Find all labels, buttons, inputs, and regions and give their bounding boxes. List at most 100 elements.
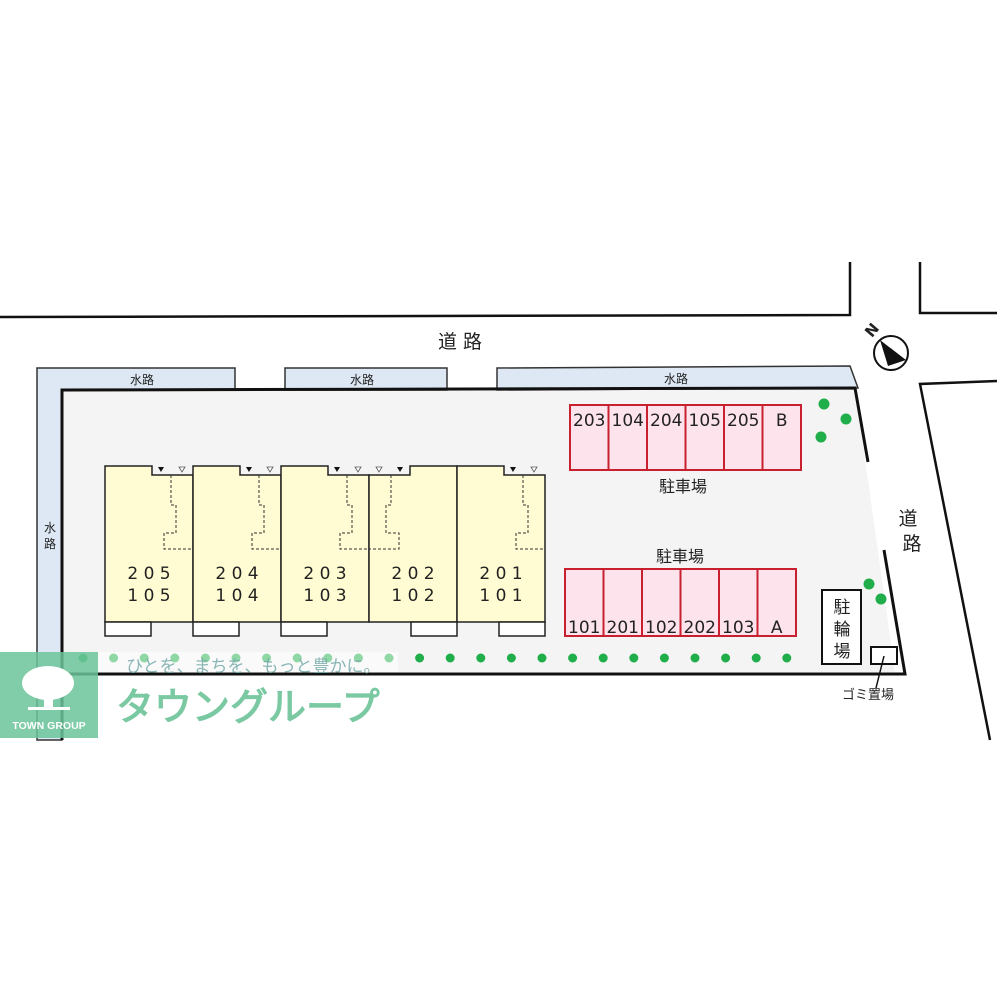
svg-text:輪: 輪 [834, 620, 851, 640]
canal-label: 水路 [664, 371, 688, 386]
parking-space: 203 [569, 404, 610, 471]
road-label-right: 道 [898, 508, 917, 530]
tree [690, 653, 700, 663]
tree [537, 653, 547, 663]
stair [515, 475, 545, 550]
parking-space: 101 [564, 568, 605, 638]
door-marker-icon [178, 466, 186, 473]
unit-number-upper: 2 0 2 [391, 564, 434, 584]
parking-space-label: B [776, 411, 788, 431]
north-arrow-icon: N [861, 320, 909, 371]
tree [815, 431, 827, 443]
canal-label: 路 [44, 536, 56, 551]
parking-space-label: 201 [607, 618, 639, 638]
door-marker-icon [354, 466, 362, 473]
tree [476, 653, 486, 663]
site-boundary [60, 386, 907, 740]
door-marker-icon [246, 467, 252, 472]
logo-tagline: ひとを、まちを、もっと豊かに。 [126, 657, 381, 677]
tree [863, 578, 875, 590]
parking-space: A [756, 568, 797, 638]
tree [598, 653, 608, 663]
unit: 2 0 21 0 2 [368, 465, 458, 637]
unit-number-lower: 1 0 5 [127, 586, 170, 606]
unit-number-upper: 2 0 3 [303, 564, 346, 584]
door-marker-icon [158, 467, 164, 472]
parking-space: 102 [641, 568, 682, 638]
parking-label: 駐車場 [656, 547, 704, 566]
unit: 2 0 41 0 4 [192, 465, 282, 637]
canal-label: 水路 [130, 372, 154, 387]
parking-space-label: 203 [573, 411, 605, 431]
door-marker-icon [510, 467, 516, 472]
stair [251, 475, 281, 550]
parking-space-label: 202 [684, 618, 716, 638]
svg-text:TOWN GROUP: TOWN GROUP [12, 720, 85, 732]
parking-space-label: 102 [645, 618, 677, 638]
road-lines [0, 262, 998, 741]
balcony [498, 621, 546, 637]
road-label-top: 道 路 [438, 331, 482, 353]
svg-text:場: 場 [834, 642, 851, 662]
town-group-logo: TOWN GROUP ひとを、まちを、もっと豊かに。 タウングループ [0, 652, 398, 738]
stair [339, 475, 369, 550]
canal-label: 水路 [350, 372, 374, 387]
unit: 2 0 31 0 3 [280, 465, 370, 637]
parking-space-label: 103 [722, 618, 754, 638]
tree [782, 653, 792, 663]
unit-number-lower: 1 0 1 [479, 586, 522, 606]
tree [659, 653, 669, 663]
balcony [104, 621, 152, 637]
tree [568, 653, 578, 663]
tree [629, 653, 639, 663]
svg-text:N: N [861, 320, 883, 341]
parking-space: 105 [684, 404, 725, 471]
balcony [280, 621, 328, 637]
parking-space-label: 105 [689, 411, 721, 431]
parking-space-label: 104 [612, 411, 644, 431]
door-marker-icon [266, 466, 274, 473]
parking-space-label: A [771, 618, 783, 638]
stair [369, 475, 400, 550]
unit-number-lower: 1 0 3 [303, 586, 346, 606]
parking-space: 205 [723, 404, 764, 471]
parking-north: 203 104 204 105 205 B [569, 404, 802, 471]
parking-space: 202 [679, 568, 720, 638]
tree [751, 653, 761, 663]
tree [445, 653, 455, 663]
parking-space-label: 204 [650, 411, 682, 431]
door-marker-icon [375, 466, 383, 473]
unit-number-upper: 2 0 1 [479, 564, 522, 584]
tree [840, 413, 852, 425]
unit: 2 0 11 0 1 [456, 465, 546, 637]
logo-brand-jp: タウングループ [116, 685, 380, 729]
unit: 2 0 51 0 5 [104, 465, 194, 637]
bicycle-parking: 駐 輪 場 [821, 589, 862, 665]
unit-number-lower: 1 0 2 [391, 586, 434, 606]
door-marker-icon [334, 467, 340, 472]
door-marker-icon [530, 466, 538, 473]
balcony [192, 621, 240, 637]
stair [163, 475, 193, 550]
parking-space-label: 205 [727, 411, 759, 431]
tree [875, 593, 887, 605]
garbage-area: ゴミ置場 [842, 646, 898, 703]
parking-space: 103 [718, 568, 759, 638]
door-marker-icon [397, 467, 403, 472]
road-label-right: 路 [902, 533, 921, 555]
tree [721, 653, 731, 663]
tree [506, 653, 516, 663]
tree [415, 653, 425, 663]
parking-space: 201 [602, 568, 643, 638]
parking-space: 104 [607, 404, 648, 471]
svg-text:ゴミ置場: ゴミ置場 [842, 687, 894, 703]
svg-text:駐: 駐 [834, 598, 851, 618]
tree [818, 398, 830, 410]
canal-label: 水 [44, 521, 56, 535]
parking-space: 204 [646, 404, 687, 471]
parking-space: B [761, 404, 802, 471]
unit-number-upper: 2 0 5 [127, 564, 170, 584]
balcony [410, 621, 458, 637]
